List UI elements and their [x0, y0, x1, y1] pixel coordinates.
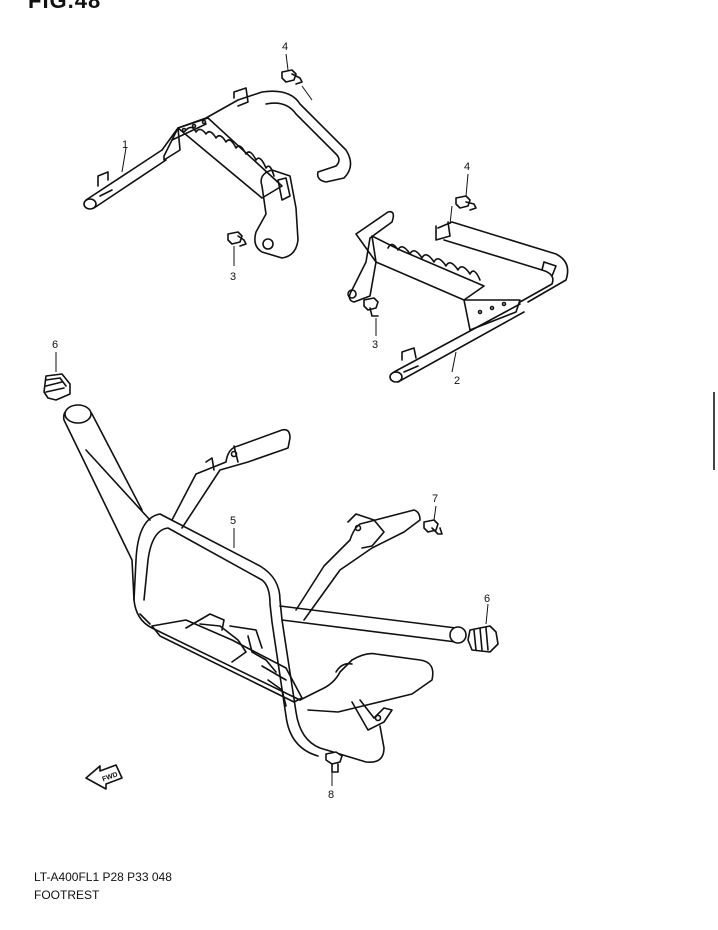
bolt-3-right — [363, 297, 379, 317]
frame-bumper-assembly — [62, 404, 467, 764]
callout-4-upper: 4 — [282, 41, 288, 53]
bolt-4-lower — [455, 195, 477, 211]
model-code: LT-A400FL1 P28 P33 048 — [34, 870, 172, 884]
callout-7: 7 — [432, 493, 438, 505]
callout-3-right: 3 — [372, 339, 378, 351]
figure-title: FIG.48 — [28, 0, 102, 13]
callout-1: 1 — [122, 139, 128, 151]
callout-5: 5 — [230, 515, 236, 527]
callout-8: 8 — [328, 789, 334, 801]
callout-6-left: 6 — [52, 339, 58, 351]
callout-6-right: 6 — [484, 593, 490, 605]
footrest-left-assembly — [83, 87, 352, 259]
fwd-arrow-icon: FWD — [85, 764, 123, 790]
end-cap-left — [43, 373, 71, 401]
bolt-3-left — [227, 231, 247, 247]
section-name: FOOTREST — [34, 888, 100, 902]
page-edge-mark — [713, 392, 715, 470]
footrest-right-assembly — [347, 210, 569, 383]
bolt-7 — [423, 519, 443, 535]
end-cap-right — [467, 625, 499, 653]
callout-3-left: 3 — [230, 271, 236, 283]
callout-4-lower: 4 — [464, 161, 470, 173]
bolt-4-upper — [281, 69, 303, 85]
callout-2: 2 — [454, 375, 460, 387]
leader-lines — [55, 53, 489, 786]
bolt-8 — [325, 751, 343, 773]
